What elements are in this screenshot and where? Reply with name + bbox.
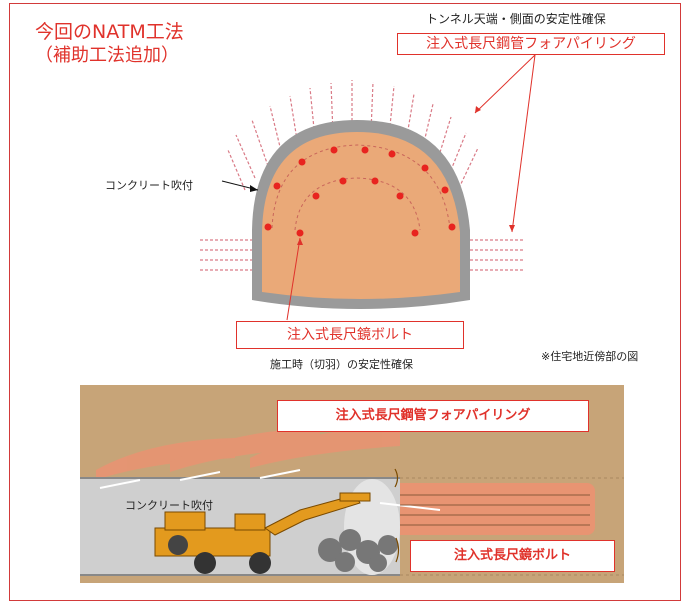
forepiling-umbrellas [96, 426, 400, 480]
label-facebolt-bottom: 注入式長尺鏡ボルト [410, 540, 615, 572]
face-bolt-lines [400, 494, 590, 526]
figure-frame [9, 3, 681, 601]
label-shotcrete-top: コンクリート吹付 [105, 179, 193, 192]
muck-pile [318, 529, 398, 572]
subtitle: （補助工法追加） [35, 45, 179, 66]
wheels [194, 552, 271, 574]
excavation-face [262, 132, 460, 299]
label-shotcrete-bottom: コンクリート吹付 [125, 499, 213, 512]
side-bolts [200, 239, 524, 271]
label-forepiling-bottom: 注入式長尺鋼管フォアパイリング [277, 400, 589, 432]
pipe-highlights [99, 469, 441, 511]
top-caption: トンネル天端・側面の安定性確保 [426, 12, 606, 26]
face-bolt-dots [264, 146, 456, 237]
label-facebolt-top: 注入式長尺鏡ボルト [236, 321, 464, 349]
title: 今回のNATM工法 [35, 21, 184, 43]
face-bolt-zone [385, 483, 595, 535]
note: ※住宅地近傍部の図 [541, 350, 639, 363]
face-caption: 施工時（切羽）の安定性確保 [270, 358, 413, 371]
label-forepiling-top: 注入式長尺鋼管フォアパイリング [397, 33, 665, 55]
